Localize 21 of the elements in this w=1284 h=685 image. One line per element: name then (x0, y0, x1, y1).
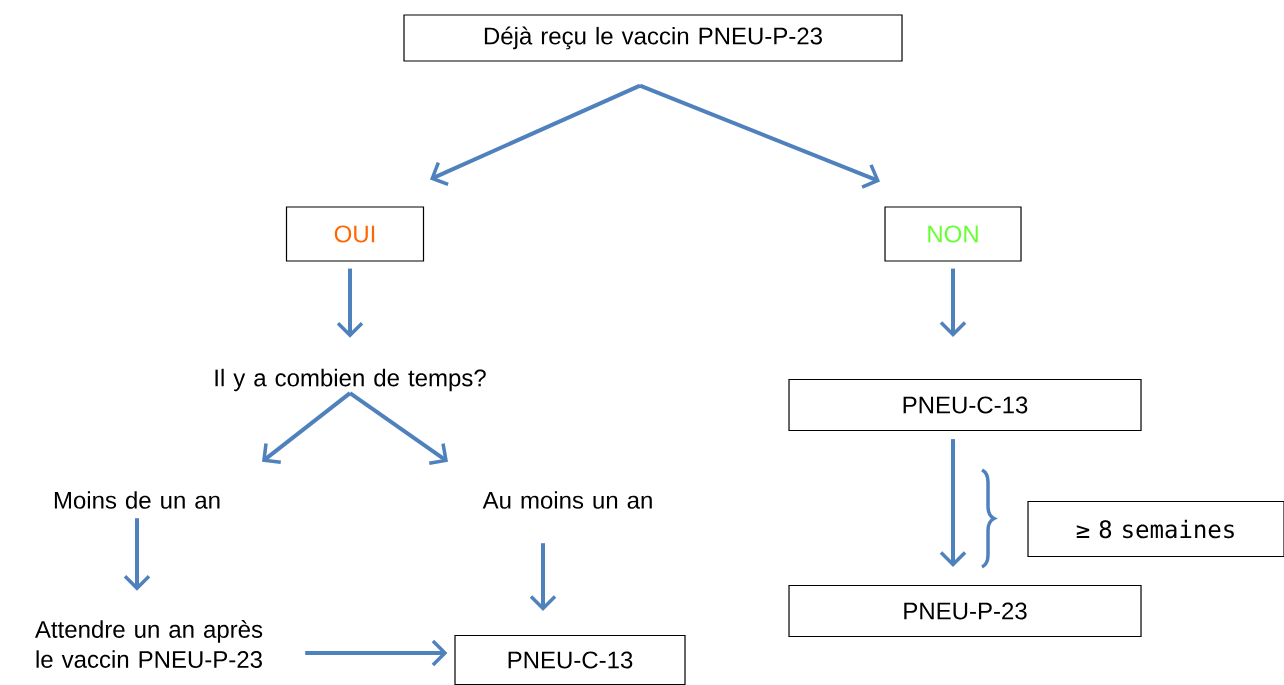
arrow (348, 391, 448, 466)
vaccine-box: PNEU-C-13 (454, 634, 686, 685)
arrow (639, 83, 880, 189)
answer-box: OUI (285, 206, 425, 262)
arrow (430, 83, 641, 187)
option-text: Au moins un an (482, 491, 652, 509)
arrow (529, 543, 557, 611)
arrow (305, 639, 448, 667)
arrow (262, 391, 352, 465)
arrow (336, 268, 364, 338)
vaccine-box: PNEU-C-13 (788, 378, 1142, 432)
answer-box: NON (884, 206, 1022, 262)
arrow (939, 268, 967, 337)
instruction-text: Attendre un an après le vaccin PNEU-P-23 (34, 620, 263, 668)
option-text: Moins de un an (54, 491, 220, 509)
arrow (123, 518, 151, 591)
question-text: Il y a combien de temps? (215, 368, 486, 392)
arrow (939, 439, 967, 567)
vaccine-box: PNEU-P-23 (788, 584, 1142, 638)
start-box: Déjà reçu le vaccin PNEU-P-23 (403, 14, 903, 62)
interval-box: ≥ 8 semaines (1027, 500, 1284, 558)
